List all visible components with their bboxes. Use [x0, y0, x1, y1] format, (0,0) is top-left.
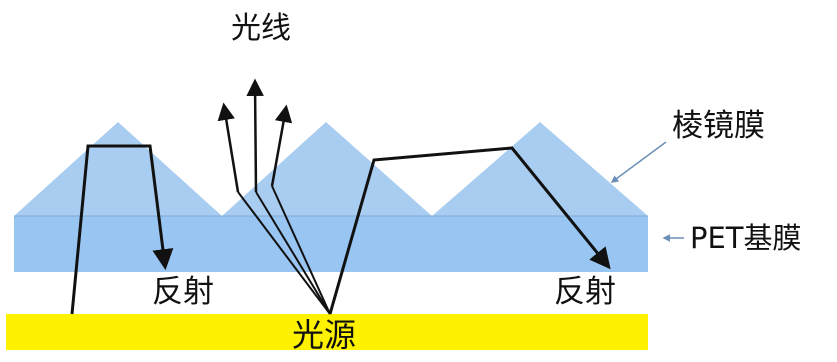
ray-1-out [217, 102, 240, 193]
light-source-bar [6, 314, 648, 350]
left-reflection-ray [70, 144, 174, 315]
prism-film [14, 122, 648, 216]
ray-1 [237, 191, 331, 315]
ray-3-out [270, 104, 293, 187]
right-reflection-label: 反射 [554, 274, 616, 310]
right-reflection-ray [328, 146, 611, 315]
prism-film-pointer [610, 141, 667, 183]
pet-base-film-label: PET基膜 [690, 221, 802, 255]
prism-film-label: 棱镜膜 [672, 108, 765, 144]
ray-2 [255, 191, 331, 315]
light-source-label: 光源 [292, 316, 356, 354]
pet-base-film [14, 216, 648, 272]
light-rays-label: 光线 [231, 11, 291, 46]
ray-3 [271, 185, 331, 315]
ray-2-out [246, 78, 264, 193]
left-reflection-label: 反射 [152, 274, 214, 310]
